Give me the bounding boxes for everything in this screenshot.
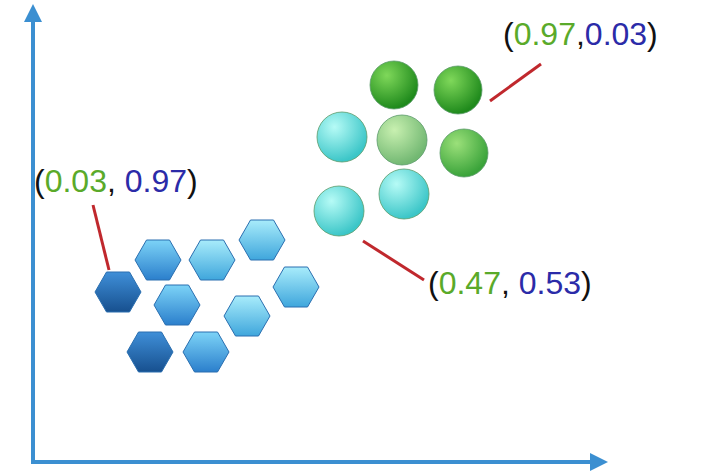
label-part: 0.97: [125, 163, 187, 199]
coordinate-label: (0.97,0.03): [503, 16, 658, 53]
label-part: ,: [576, 16, 585, 52]
label-part: ): [581, 265, 592, 301]
label-part: ,: [107, 163, 125, 199]
circle-cluster: [314, 61, 488, 236]
leader-lines: [93, 64, 541, 280]
hexagon-cluster: [95, 220, 319, 372]
label-part: (: [34, 163, 45, 199]
label-part: (: [428, 265, 439, 301]
label-part: ): [187, 163, 198, 199]
coordinate-label: (0.47, 0.53): [428, 265, 592, 302]
label-part: 0.47: [439, 265, 501, 301]
label-part: ): [647, 16, 658, 52]
axes: [24, 4, 608, 471]
label-part: (: [503, 16, 514, 52]
coordinate-label: (0.03, 0.97): [34, 163, 198, 200]
label-part: 0.97: [514, 16, 576, 52]
label-part: 0.03: [45, 163, 107, 199]
label-part: ,: [501, 265, 519, 301]
label-part: 0.53: [519, 265, 581, 301]
label-part: 0.03: [585, 16, 647, 52]
